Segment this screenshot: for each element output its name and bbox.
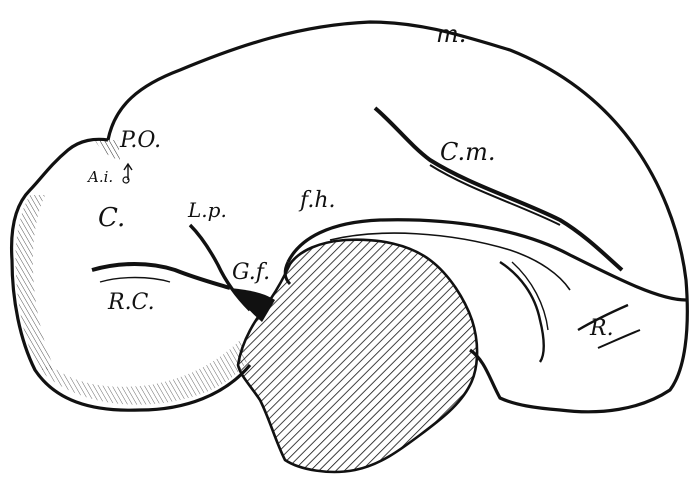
po-notch-shading	[95, 140, 120, 160]
occipital-shading	[16, 195, 55, 370]
label-gf: G.f.	[232, 262, 270, 284]
brainstem-hatched	[238, 240, 477, 472]
label-po: P.O.	[120, 130, 161, 152]
label-fh: f.h.	[300, 190, 336, 212]
label-ai: A.i.	[88, 170, 113, 185]
sulcus-cm	[375, 108, 622, 270]
label-rc: R.C.	[108, 292, 155, 314]
sulcus-rc	[92, 264, 230, 288]
label-lp: L.p.	[188, 200, 227, 220]
label-r: R.	[590, 318, 614, 340]
label-m: m.	[436, 22, 466, 46]
label-c: C.	[98, 205, 125, 231]
bottom-shading	[40, 340, 248, 405]
label-cm: C.m.	[440, 140, 496, 164]
